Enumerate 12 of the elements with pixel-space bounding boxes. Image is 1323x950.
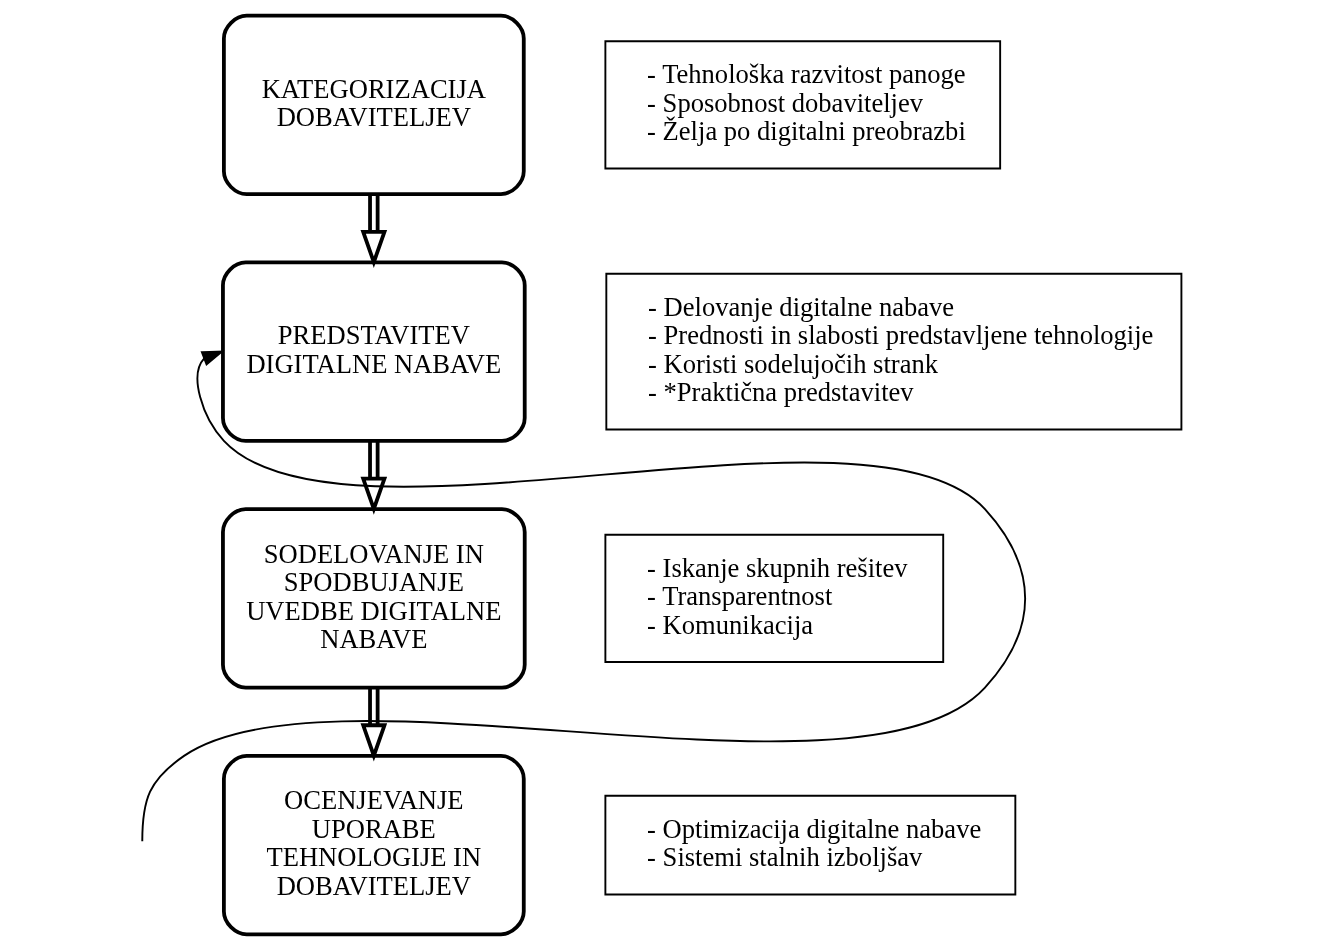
arrow <box>360 687 388 762</box>
node-box: - Delovanje digitalne nabave - Prednosti in slabosti predstavljene tehnologije - Koristi sodelujočih strank - *Praktična predstavitev <box>605 272 1183 431</box>
node-box: - Optimizacija digitalne nabave - Sistemi stalnih izboljšav <box>604 794 1017 896</box>
node-box: KATEGORIZACIJA DOBAVITELJEV <box>222 13 526 196</box>
node-box: - Tehnološka razvitost panoge - Sposobnost dobaviteljev - Želja po digitalni preobrazbi <box>604 40 1002 170</box>
arrow <box>360 441 388 515</box>
node-box: SODELOVANJE IN SPODBUJANJE UVEDBE DIGITALNE NABAVE <box>221 507 527 690</box>
node-box: OCENJEVANJE UPORABE TEHNOLOGIJE IN DOBAVITELJEV <box>222 754 526 937</box>
node-box: PREDSTAVITEV DIGITALNE NABAVE <box>221 260 527 443</box>
node-box: - Iskanje skupnih rešitev - Transparentnost - Komunikacija <box>604 533 945 663</box>
arrow <box>141 350 1027 843</box>
arrow <box>360 194 388 268</box>
